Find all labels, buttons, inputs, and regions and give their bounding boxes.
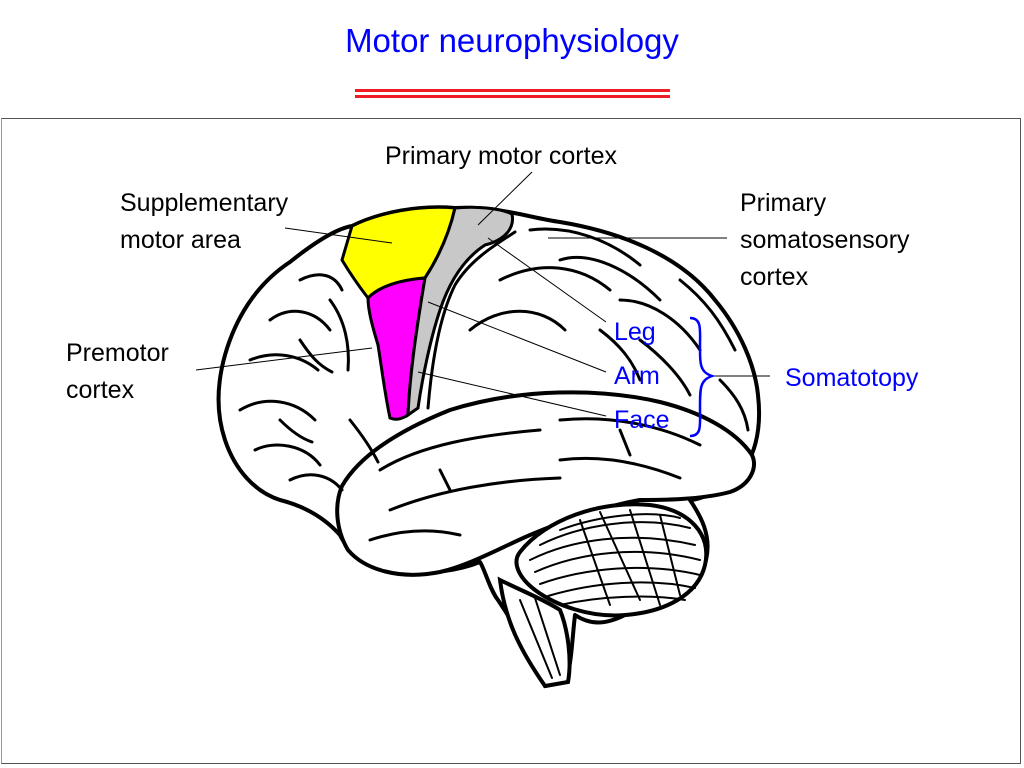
label-arm: Arm (614, 362, 660, 390)
label-premotor-line1: Premotor (66, 339, 169, 367)
brainstem-lines (519, 597, 561, 679)
temporal-lobe (335, 390, 756, 577)
label-primary-motor-cortex: Primary motor cortex (385, 142, 617, 170)
label-somatosensory-line3: cortex (740, 263, 809, 291)
title-rule-bottom (355, 95, 670, 98)
primary-motor-cortex-region (406, 205, 515, 418)
central-sulcus (426, 230, 517, 410)
label-supplementary-line2: motor area (120, 226, 241, 254)
cerebellum (514, 502, 709, 618)
gyri-parietal (468, 227, 750, 432)
leader-arm (427, 301, 607, 373)
label-somatosensory-line1: Primary (740, 189, 827, 217)
label-supplementary-line1: Supplementary (120, 189, 289, 217)
brainstem (497, 576, 572, 689)
cerebellum-folia (529, 509, 701, 606)
leader-face (417, 371, 607, 417)
label-leg: Leg (614, 318, 656, 346)
label-somatosensory-line2: somatosensory (740, 226, 910, 254)
label-face: Face (614, 406, 670, 434)
leader-supplementary (284, 227, 393, 244)
title-rule-top (355, 89, 670, 92)
gyri-frontal (238, 273, 380, 492)
leader-premotor (195, 347, 373, 371)
leader-primary-motor (477, 171, 533, 226)
label-premotor-line2: cortex (66, 376, 135, 404)
leader-leg (487, 237, 607, 323)
label-somatotopy: Somatotopy (785, 364, 919, 392)
page-title: Motor neurophysiology (345, 22, 679, 59)
somatotopy-brace (689, 316, 716, 438)
gyri-temporal (368, 417, 702, 542)
